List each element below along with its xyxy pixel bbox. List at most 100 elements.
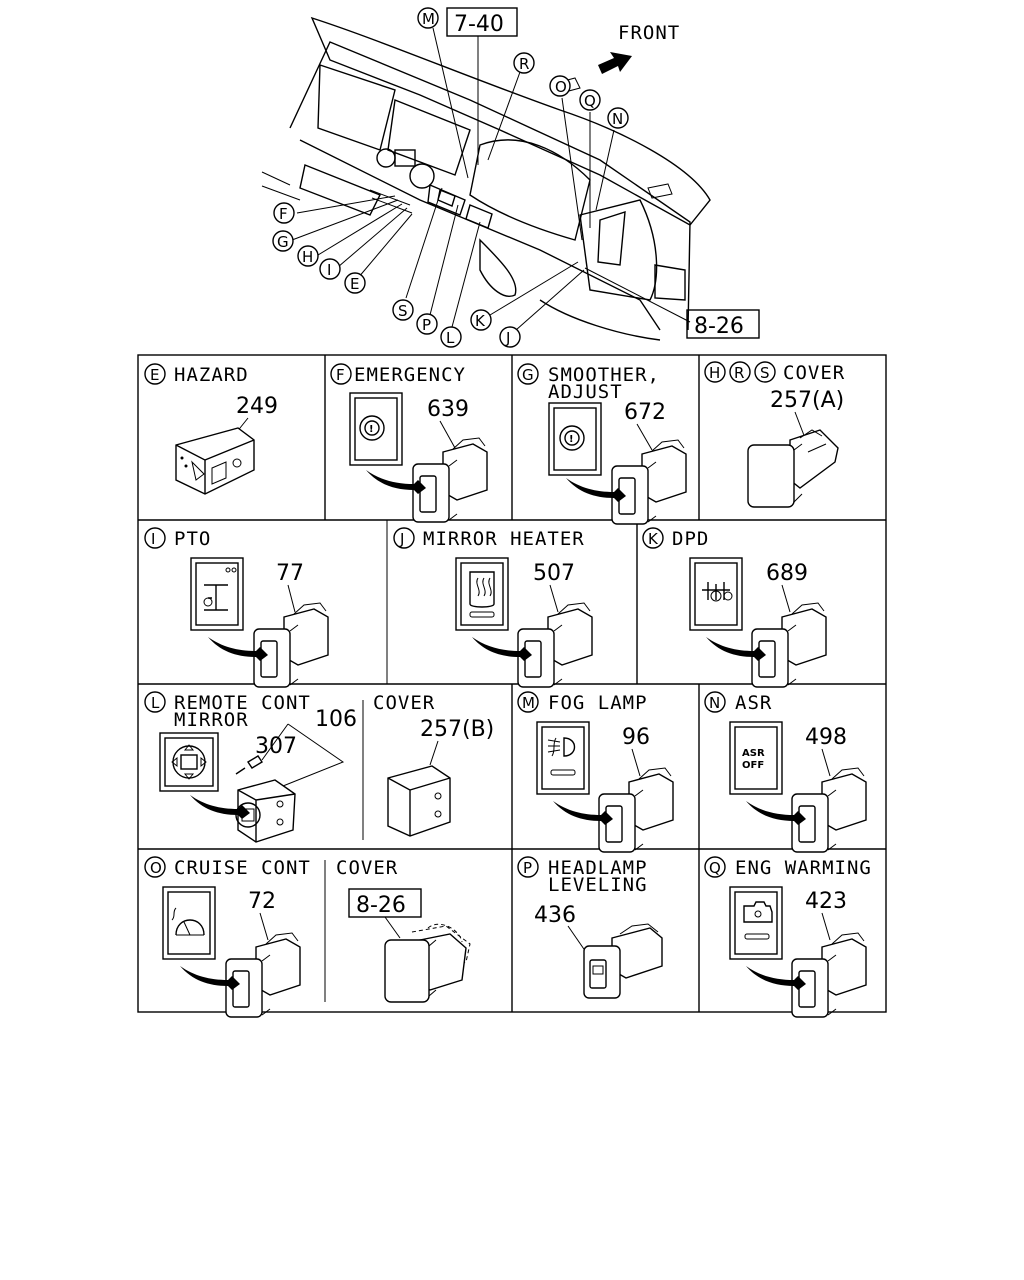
- part-689: 689: [766, 561, 808, 586]
- part-72: 72: [248, 889, 276, 914]
- ref-7-40: 7-40: [454, 12, 504, 37]
- svg-text:M: M: [422, 10, 435, 28]
- svg-text:COVER: COVER: [336, 857, 398, 879]
- cover-8-26-body: [384, 923, 471, 1003]
- svg-text:L: L: [446, 329, 455, 347]
- svg-text:HEADLAMP: HEADLAMP: [548, 857, 648, 879]
- fog-lamp-faceplate: [536, 721, 590, 795]
- part-307: 307: [255, 734, 297, 759]
- svg-text:S: S: [398, 302, 408, 320]
- front-label: FRONT: [618, 22, 680, 44]
- svg-text:K: K: [475, 312, 486, 330]
- svg-text:!: !: [369, 424, 374, 435]
- part-436: 436: [534, 903, 576, 928]
- svg-text:E: E: [150, 366, 159, 384]
- cell-emergency: F EMERGENCY ! 639: [330, 363, 488, 523]
- svg-text:ENG WARMING: ENG WARMING: [735, 857, 872, 879]
- dashboard-illustration: [261, 16, 711, 341]
- svg-text:H: H: [302, 248, 313, 266]
- svg-text:L: L: [151, 694, 160, 712]
- dpd-faceplate: [689, 557, 743, 631]
- svg-text:LEVELING: LEVELING: [548, 874, 648, 896]
- svg-text:MIRROR: MIRROR: [174, 709, 249, 731]
- emergency-faceplate: !: [349, 392, 403, 466]
- mirror-heater-icon: [469, 571, 495, 608]
- svg-text:!: !: [569, 434, 574, 445]
- svg-text:ADJUST: ADJUST: [548, 381, 623, 403]
- speedometer-icon: [175, 919, 205, 936]
- pto-faceplate: [190, 557, 244, 631]
- part-257-a: 257(A): [770, 388, 844, 413]
- leader-lines: [291, 27, 691, 331]
- svg-text:SMOOTHER,: SMOOTHER,: [548, 364, 660, 386]
- svg-text:F: F: [336, 366, 345, 384]
- svg-text:REMOTE CONT: REMOTE CONT: [174, 692, 311, 714]
- svg-text:P: P: [422, 316, 431, 334]
- svg-text:G: G: [522, 366, 534, 384]
- callout-circles: M R O Q N F G H I E S P L K J: [272, 7, 629, 348]
- ref-box-8-26: [686, 309, 760, 339]
- svg-text:H: H: [709, 364, 720, 382]
- svg-text:COVER: COVER: [373, 692, 435, 714]
- svg-text:EMERGENCY: EMERGENCY: [354, 364, 466, 386]
- svg-text:I: I: [151, 530, 155, 548]
- engine-icon: [743, 901, 773, 923]
- part-257-b: 257(B): [420, 717, 494, 742]
- screw-icon: [235, 755, 263, 775]
- svg-text:K: K: [648, 530, 659, 548]
- svg-text:O: O: [555, 78, 567, 96]
- part-498: 498: [805, 725, 847, 750]
- mirror-icon: [180, 754, 198, 770]
- svg-text:R: R: [519, 55, 529, 73]
- cell-pto: I PTO 77: [144, 527, 329, 688]
- cell-smoother-adjust: G SMOOTHER, ADJUST ! 672: [517, 363, 687, 525]
- svg-text:MIRROR HEATER: MIRROR HEATER: [423, 528, 585, 550]
- asr-faceplate: ASR OFF: [729, 721, 783, 795]
- svg-text:P: P: [523, 859, 532, 877]
- svg-text:J: J: [399, 530, 404, 548]
- svg-text:O: O: [150, 859, 162, 877]
- mirror-control-faceplate: [159, 732, 219, 792]
- part-77: 77: [276, 561, 304, 586]
- svg-text:I: I: [327, 261, 331, 279]
- ref-8-26: 8-26: [694, 314, 744, 339]
- engine-warming-faceplate: [729, 886, 783, 960]
- dpd-icon: [702, 582, 730, 600]
- svg-text:J: J: [505, 329, 510, 347]
- cell-headlamp-leveling: P HEADLAMP LEVELING 436: [517, 856, 663, 999]
- part-423: 423: [805, 889, 847, 914]
- svg-text:Q: Q: [584, 92, 596, 110]
- svg-text:M: M: [522, 694, 535, 712]
- svg-text:N: N: [709, 694, 720, 712]
- svg-text:COVER: COVER: [783, 362, 845, 384]
- svg-text:HAZARD: HAZARD: [174, 364, 249, 386]
- pto-icon: [204, 584, 228, 611]
- part-106: 106: [315, 707, 357, 732]
- cover-b-body: [387, 765, 451, 837]
- svg-text:R: R: [734, 364, 744, 382]
- part-96: 96: [622, 725, 650, 750]
- smoother-faceplate: !: [548, 402, 602, 476]
- cover-a-body: [747, 429, 839, 508]
- svg-text:S: S: [760, 364, 770, 382]
- asr-icon-text-1: ASR: [742, 748, 765, 759]
- mirror-heater-faceplate: [455, 557, 509, 631]
- cell-fog-lamp: M FOG LAMP 96: [517, 691, 674, 853]
- hazard-switch-icon: [175, 427, 255, 495]
- svg-text:G: G: [277, 233, 289, 251]
- svg-text:FOG LAMP: FOG LAMP: [548, 692, 648, 714]
- part-249: 249: [236, 394, 278, 419]
- svg-text:CRUISE CONT: CRUISE CONT: [174, 857, 311, 879]
- headlamp-leveling-switch: [583, 923, 663, 999]
- cell-engine-warming: Q ENG WARMING 423: [704, 856, 872, 1018]
- ref-8-26-cell: 8-26: [356, 893, 406, 918]
- cell-hazard: E HAZARD 249: [144, 363, 278, 495]
- ref-box-7-40: [446, 7, 518, 37]
- svg-text:E: E: [350, 275, 359, 293]
- part-672: 672: [624, 400, 666, 425]
- cruise-faceplate: [162, 886, 216, 960]
- gear-icon: [564, 430, 580, 446]
- svg-text:PTO: PTO: [174, 528, 211, 550]
- svg-text:ASR: ASR: [735, 692, 772, 714]
- cell-cover-a: H R S COVER 257(A): [704, 361, 845, 508]
